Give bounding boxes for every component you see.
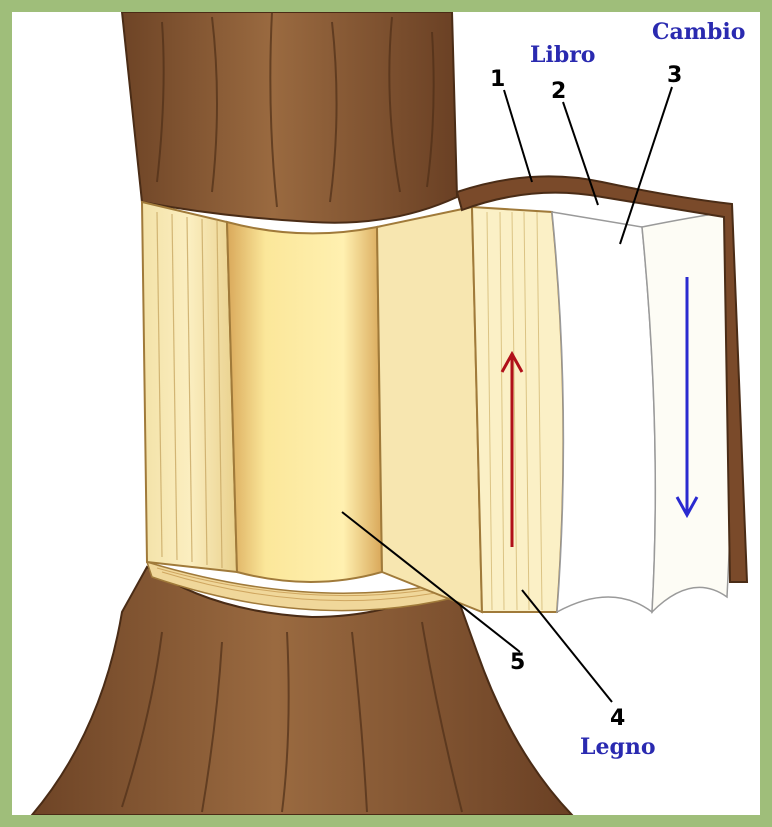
callout-4: 4 xyxy=(610,706,625,731)
callout-2: 2 xyxy=(551,79,566,104)
xylem-pages xyxy=(472,207,563,612)
tree-book-diagram: 1 2 3 4 5 Cambio Libro Legno xyxy=(12,12,760,815)
label-cambio: Cambio xyxy=(652,19,745,45)
pith-core xyxy=(227,222,382,582)
label-libro: Libro xyxy=(530,42,595,68)
label-legno: Legno xyxy=(580,734,656,760)
cambium-page xyxy=(552,212,655,612)
callout-1: 1 xyxy=(490,67,505,92)
callout-3: 3 xyxy=(667,63,682,88)
upper-trunk xyxy=(122,12,457,223)
callout-5: 5 xyxy=(510,650,525,675)
diagram-frame: 1 2 3 4 5 Cambio Libro Legno xyxy=(12,12,760,815)
